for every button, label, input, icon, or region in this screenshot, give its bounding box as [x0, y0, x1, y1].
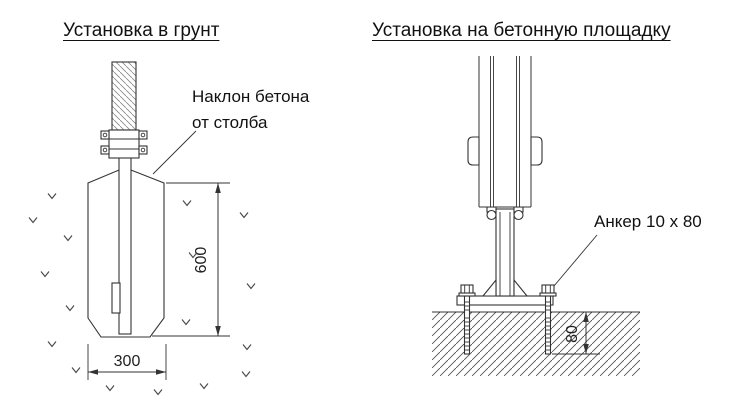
- post-column: [478, 56, 532, 208]
- right-title: Установка на бетонную площадку: [372, 20, 671, 41]
- side-bracket-left: [467, 136, 480, 166]
- concrete-pad-hatch: [432, 312, 640, 376]
- depth-dimension: 600: [152, 182, 230, 337]
- ground-installation-drawing: 600 300: [28, 61, 256, 396]
- clamp-sleeve: [108, 129, 140, 159]
- slope-label: Наклон бетона от столба: [192, 84, 309, 135]
- anchor-bolt-right: [539, 284, 557, 355]
- width-dimension-text: 300: [114, 353, 141, 370]
- slope-label-line2: от столба: [192, 112, 268, 132]
- post-tube: [118, 135, 132, 335]
- gusset-right: [513, 278, 529, 297]
- anchor-leader-line: [553, 234, 598, 287]
- side-bracket-right: [530, 136, 543, 166]
- slope-label-line1: Наклон бетона: [192, 87, 310, 106]
- anchor-rib: [111, 282, 121, 314]
- connector-knobs: [486, 206, 524, 221]
- gusset-left: [481, 278, 497, 297]
- anchor-label: Анкер 10 x 80: [594, 212, 702, 231]
- embed-dimension: 80: [552, 312, 600, 355]
- concrete-pad-installation-drawing: 80: [432, 56, 640, 376]
- post-lower-tube: [495, 208, 515, 297]
- clamp-tabs: [100, 130, 148, 155]
- base-plate: [456, 295, 554, 306]
- post-body: [111, 61, 137, 131]
- embed-dimension-text: 80: [564, 325, 581, 343]
- slope-leader-line: [152, 130, 197, 175]
- left-title: Установка в грунт: [63, 20, 220, 41]
- depth-dimension-text: 600: [193, 247, 210, 274]
- width-dimension: 300: [87, 344, 167, 380]
- anchor-bolt-left: [458, 284, 476, 355]
